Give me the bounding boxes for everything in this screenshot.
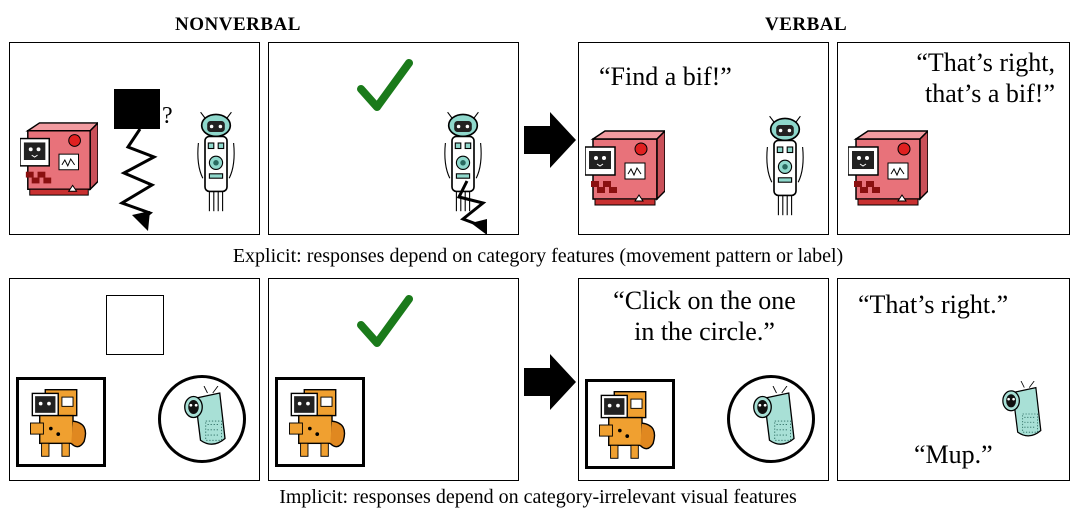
panel-explicit-nonverbal-1: ?: [9, 42, 260, 235]
circle-frame: [727, 375, 815, 463]
cylinder-robot-icon: [744, 386, 802, 456]
squiggle-path-icon: [114, 89, 160, 231]
red-robot-icon: [585, 129, 665, 209]
empty-square: [106, 295, 164, 355]
teal-robot-icon: [763, 113, 807, 225]
quote-thats-right: “That’s right.”: [858, 290, 1009, 319]
quote-find-a-bif: “Find a bif!”: [599, 62, 732, 91]
cylinder-robot-icon: [996, 381, 1046, 447]
cylinder-robot-icon: [175, 386, 233, 456]
quote-line: that’s a bif!”: [925, 79, 1055, 108]
quote-click-on-circle: “Click on the one in the circle.”: [579, 285, 828, 347]
square-frame: [275, 377, 365, 467]
panel-implicit-nonverbal-2: [268, 278, 519, 481]
quote-line: “Click on the one: [613, 286, 796, 315]
checkmark-icon: [357, 295, 413, 347]
quote-thats-right-bif: “That’s right, that’s a bif!”: [916, 47, 1055, 109]
panel-implicit-verbal-1: “Click on the one in the circle.”: [578, 278, 829, 481]
quote-line: in the circle.”: [634, 317, 775, 346]
squiggle-path-icon: [456, 180, 487, 234]
caption-explicit: Explicit: responses depend on category f…: [232, 245, 844, 267]
quote-line: “That’s right,: [916, 48, 1055, 77]
red-robot-icon: [20, 121, 98, 199]
panel-explicit-verbal-1: “Find a bif!”: [578, 42, 829, 235]
question-mark: ?: [162, 103, 173, 129]
caption-implicit: Implicit: responses depend on category-i…: [279, 486, 797, 508]
teal-robot-icon: [194, 109, 238, 221]
orange-robot-icon: [25, 386, 97, 460]
panel-explicit-verbal-2: “That’s right, that’s a bif!”: [837, 42, 1070, 235]
square-frame: [16, 377, 106, 467]
orange-robot-icon: [594, 388, 666, 462]
heading-nonverbal: NONVERBAL: [175, 14, 301, 35]
quote-mup: “Mup.”: [914, 440, 993, 469]
heading-verbal: VERBAL: [765, 14, 848, 35]
panel-implicit-nonverbal-1: [9, 278, 260, 481]
red-robot-icon: [848, 129, 928, 209]
panel-implicit-verbal-2: “That’s right.” “Mup.”: [837, 278, 1070, 481]
circle-frame: [158, 375, 246, 463]
panel-explicit-nonverbal-2: [268, 42, 519, 235]
square-frame: [585, 379, 675, 469]
arrow-right-icon: [524, 354, 576, 410]
orange-robot-icon: [284, 386, 356, 460]
arrow-right-icon: [524, 112, 576, 168]
checkmark-icon: [357, 59, 413, 111]
